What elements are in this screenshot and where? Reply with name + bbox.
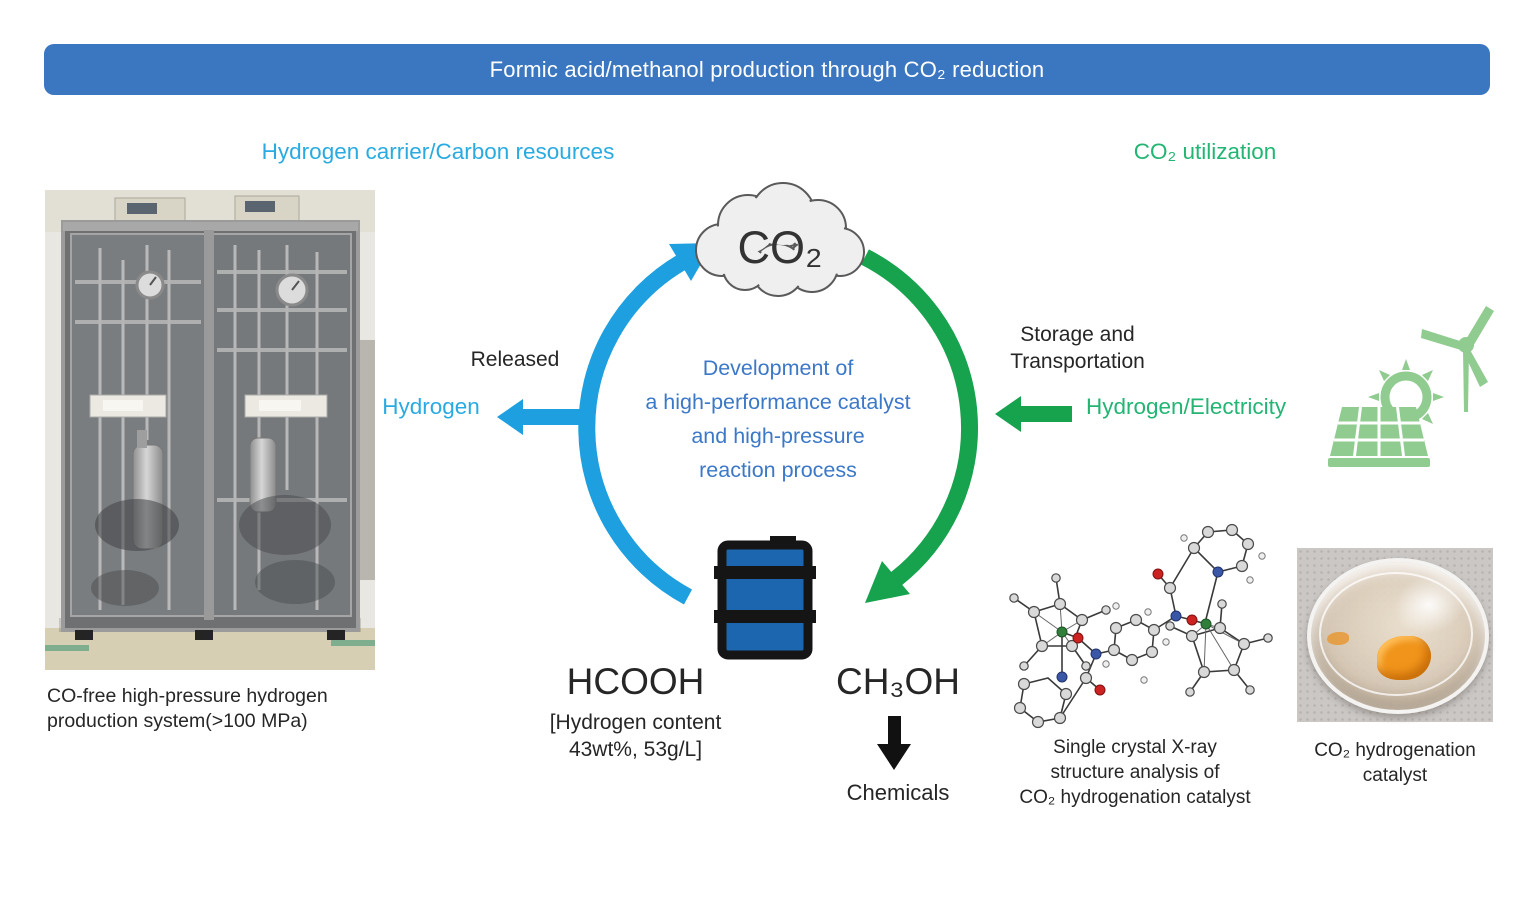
catalyst-smudge xyxy=(1327,632,1349,645)
xray-caption-line1: Single crystal X-ray xyxy=(1053,737,1217,758)
center-line-4: reaction process xyxy=(699,458,857,482)
hydrogen-arrow xyxy=(497,399,583,435)
storage-line-2: Transportation xyxy=(1010,350,1145,373)
storage-transportation-label: Storage and Transportation xyxy=(985,321,1170,375)
hcooh-note: [Hydrogen content 43wt%, 53g/L] xyxy=(518,709,753,763)
xray-structure-image xyxy=(998,520,1290,730)
section-header-co2-utilization: CO₂ utilization xyxy=(1133,139,1277,164)
xray-caption-line3: CO₂ hydrogenation catalyst xyxy=(1019,787,1251,808)
catalyst-development-text: Development of a high-performance cataly… xyxy=(598,351,958,487)
hydrogen-electricity-label: Hydrogen/Electricity xyxy=(1086,394,1287,419)
equipment-photo-art xyxy=(45,190,375,670)
title-banner: Formic acid/methanol production through … xyxy=(44,44,1490,95)
page-title: Formic acid/methanol production through … xyxy=(489,56,1045,82)
hcooh-note-line2: 43wt%, 53g/L] xyxy=(568,738,703,761)
xray-caption-line2: structure analysis of xyxy=(1050,762,1220,783)
center-line-3: and high-pressure xyxy=(691,424,865,448)
equipment-caption: CO-free high-pressure hydrogen productio… xyxy=(47,684,387,734)
section-header-hydrogen-carrier: Hydrogen carrier/Carbon resources xyxy=(261,139,615,164)
petri-dish-rim xyxy=(1319,572,1473,696)
chemicals-arrow xyxy=(877,716,911,770)
hydrogen-label: Hydrogen xyxy=(382,394,480,419)
catalyst-dish-photo xyxy=(1297,548,1493,722)
xray-caption: Single crystal X-ray structure analysis … xyxy=(995,735,1275,810)
dish-caption-line2: catalyst xyxy=(1362,765,1428,786)
hcooh-note-line1: [Hydrogen content xyxy=(549,711,722,734)
equipment-caption-line2: production system(>100 MPa) xyxy=(47,710,308,732)
released-label: Released xyxy=(470,348,560,371)
hydrogen-electricity-arrow xyxy=(995,396,1072,432)
co2-label: CO₂ xyxy=(737,222,823,273)
equipment-photo xyxy=(45,190,375,670)
center-line-1: Development of xyxy=(702,356,854,380)
center-line-2: a high-performance catalyst xyxy=(645,390,911,414)
storage-line-1: Storage and xyxy=(1020,323,1135,346)
ch3oh-label: CH₃OH xyxy=(835,661,960,702)
wind-turbine-icon xyxy=(1421,306,1494,412)
chemicals-label: Chemicals xyxy=(846,780,950,805)
hcooh-label: HCOOH xyxy=(566,661,705,702)
equipment-caption-line1: CO-free high-pressure hydrogen xyxy=(47,685,328,707)
solar-panel-icon xyxy=(1328,406,1430,467)
renewable-energy-icons xyxy=(1328,300,1498,472)
dish-caption-line1: CO₂ hydrogenation xyxy=(1314,740,1476,761)
barrel-icon xyxy=(714,536,816,660)
dish-caption: CO₂ hydrogenation catalyst xyxy=(1300,738,1490,788)
catalyst-powder xyxy=(1377,636,1431,680)
